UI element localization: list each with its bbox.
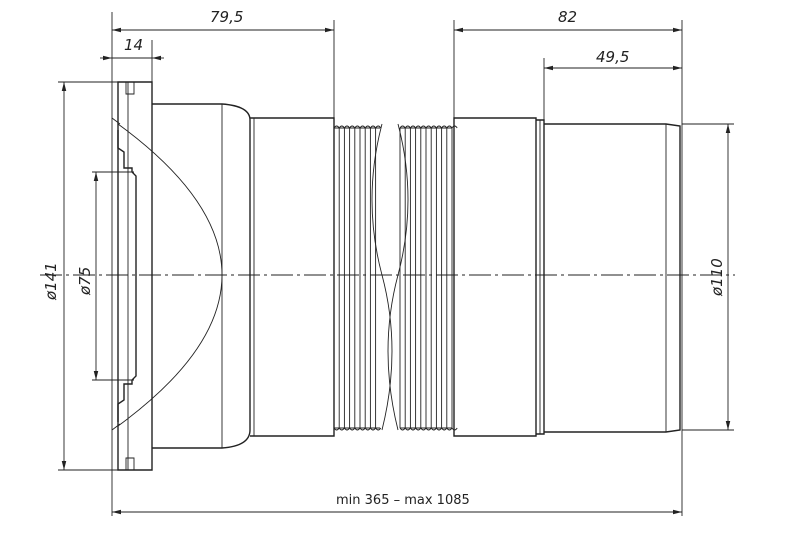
- dim-75-label: ø75: [76, 267, 94, 296]
- outlet-pipe: [544, 123, 681, 433]
- dim-14-label: 14: [124, 36, 143, 54]
- dim-141-label: ø141: [42, 262, 60, 301]
- corrugated-section-right: [399, 125, 458, 431]
- corrugation-curves: [371, 123, 409, 431]
- overall-length-label: min 365 – max 1085: [336, 493, 470, 508]
- dim-82-label: 82: [558, 8, 577, 26]
- dimension-lines: [61, 27, 731, 515]
- dim-79-5-label: 79,5: [210, 8, 243, 26]
- extension-lines: [58, 12, 734, 516]
- flange: [111, 81, 153, 471]
- inlet-sleeve: [250, 117, 335, 437]
- body-shoulder: [117, 103, 251, 449]
- corrugated-section-left: [333, 125, 382, 431]
- dim-49-5-label: 49,5: [596, 48, 629, 66]
- outlet-sleeve: [453, 117, 545, 437]
- dim-110-label: ø110: [708, 258, 726, 297]
